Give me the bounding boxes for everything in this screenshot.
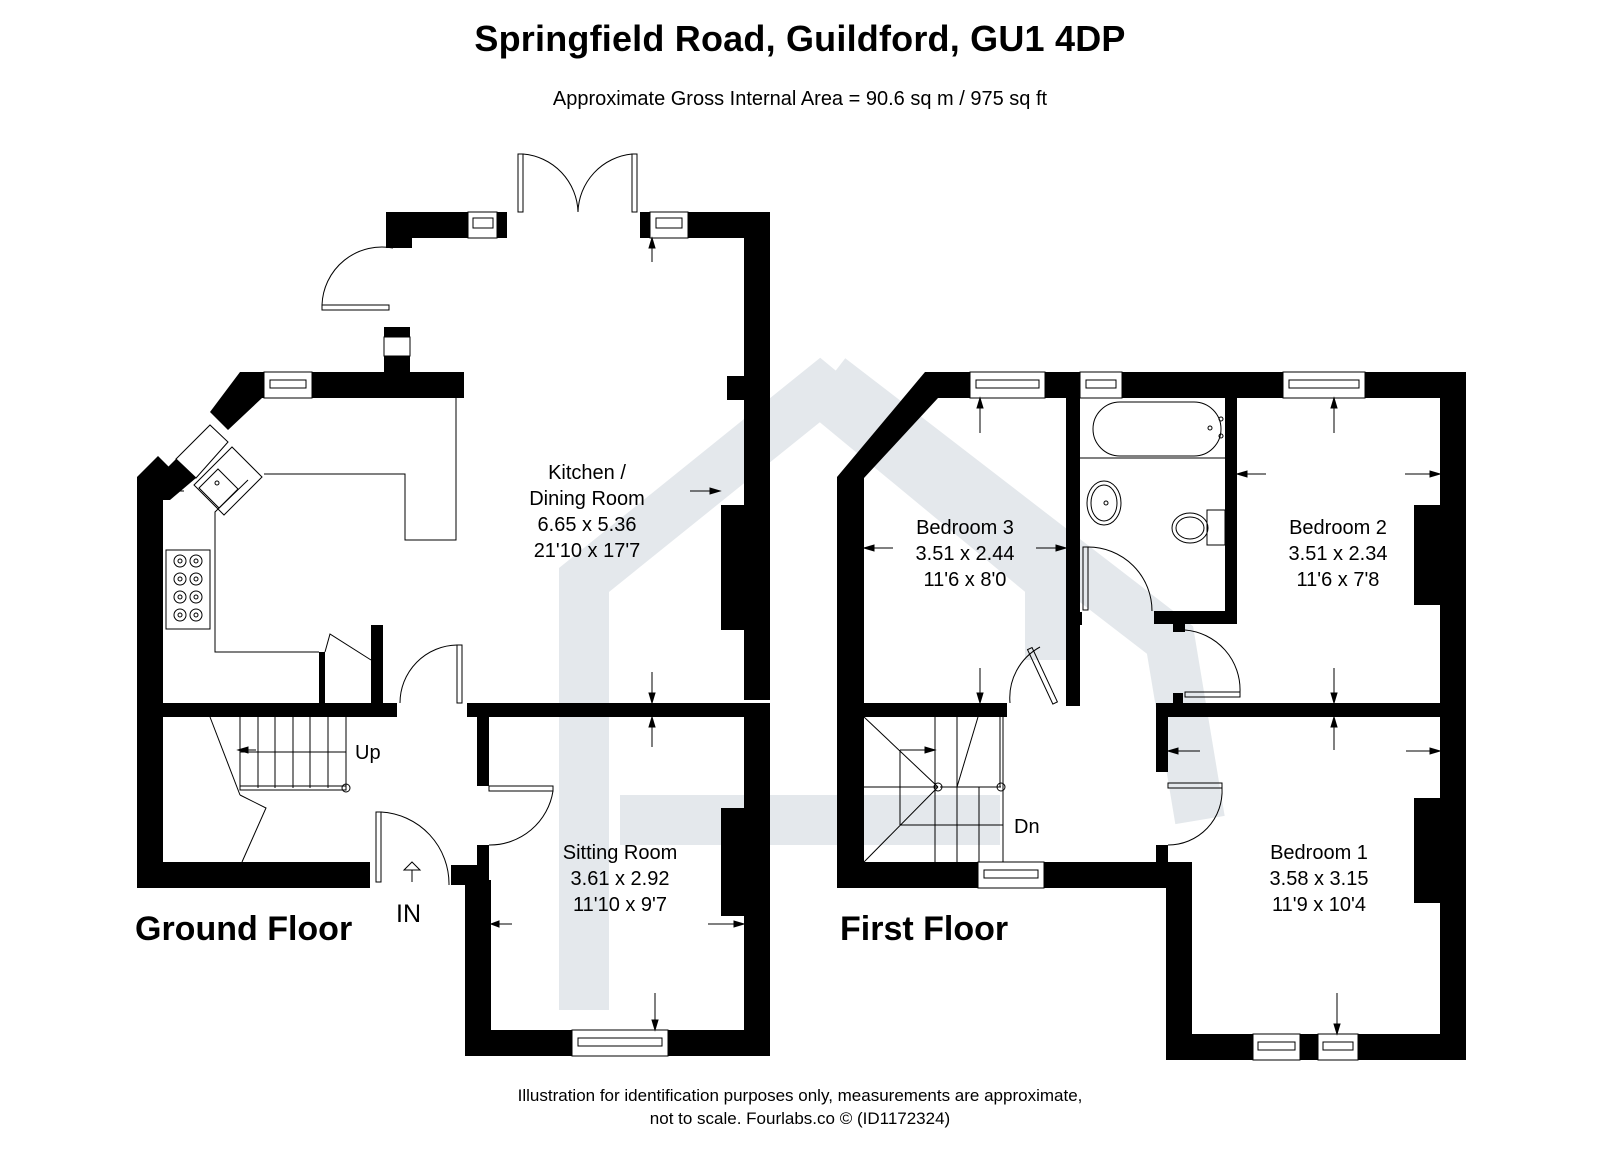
stairs-down-label: Dn xyxy=(1014,816,1040,838)
ground-floor-label: Ground Floor xyxy=(135,910,353,948)
room-imperial: 11'6 x 8'0 xyxy=(923,569,1007,591)
room-name: Kitchen / xyxy=(548,462,626,484)
ground-floor-windows xyxy=(175,211,689,1057)
ground-floor-walls xyxy=(137,212,770,1056)
room-bedroom-1: Bedroom 1 3.58 x 3.15 11'9 x 10'4 xyxy=(1244,840,1394,918)
disclaimer-line-2: not to scale. Fourlabs.co © (ID1172324) xyxy=(649,1109,951,1128)
room-name: Bedroom 3 xyxy=(916,517,1014,539)
room-name: Sitting Room xyxy=(562,842,678,864)
watermark-logo xyxy=(559,357,1225,1010)
room-name-line2: Dining Room xyxy=(529,488,645,510)
room-imperial: 11'6 x 7'8 xyxy=(1296,569,1380,591)
ground-floor-doors xyxy=(165,153,638,886)
ground-dimension-arrows xyxy=(162,236,746,1032)
room-metric: 3.61 x 2.92 xyxy=(570,868,670,890)
stairs-up-label: Up xyxy=(355,742,381,764)
room-bedroom-3: Bedroom 3 3.51 x 2.44 11'6 x 8'0 xyxy=(895,515,1035,593)
room-bedroom-2: Bedroom 2 3.51 x 2.34 11'6 x 7'8 xyxy=(1268,515,1408,593)
room-imperial: 11'10 x 9'7 xyxy=(572,894,667,916)
room-imperial: 11'9 x 10'4 xyxy=(1271,894,1366,916)
first-floor-fixtures xyxy=(863,401,1241,863)
first-floor-windows xyxy=(969,371,1366,1061)
first-dimension-arrows xyxy=(862,396,1442,1036)
gross-internal-area: Approximate Gross Internal Area = 90.6 s… xyxy=(552,88,1048,110)
room-metric: 6.65 x 5.36 xyxy=(537,514,637,536)
room-metric: 3.51 x 2.44 xyxy=(915,543,1015,565)
disclaimer: Illustration for identification purposes… xyxy=(0,1084,1600,1130)
room-metric: 3.51 x 2.34 xyxy=(1288,543,1388,565)
room-sitting: Sitting Room 3.61 x 2.92 11'10 x 9'7 xyxy=(540,840,700,918)
room-name: Bedroom 1 xyxy=(1270,842,1368,864)
disclaimer-line-1: Illustration for identification purposes… xyxy=(517,1086,1083,1105)
page-title: Springfield Road, Guildford, GU1 4DP xyxy=(474,18,1126,59)
room-metric: 3.58 x 3.15 xyxy=(1269,868,1369,890)
entrance-label: IN xyxy=(396,900,421,928)
room-imperial: 21'10 x 17'7 xyxy=(533,540,641,562)
room-name: Bedroom 2 xyxy=(1289,517,1387,539)
first-floor-label: First Floor xyxy=(840,910,1009,948)
room-kitchen-dining: Kitchen / Dining Room 6.65 x 5.36 21'10 … xyxy=(512,460,662,564)
